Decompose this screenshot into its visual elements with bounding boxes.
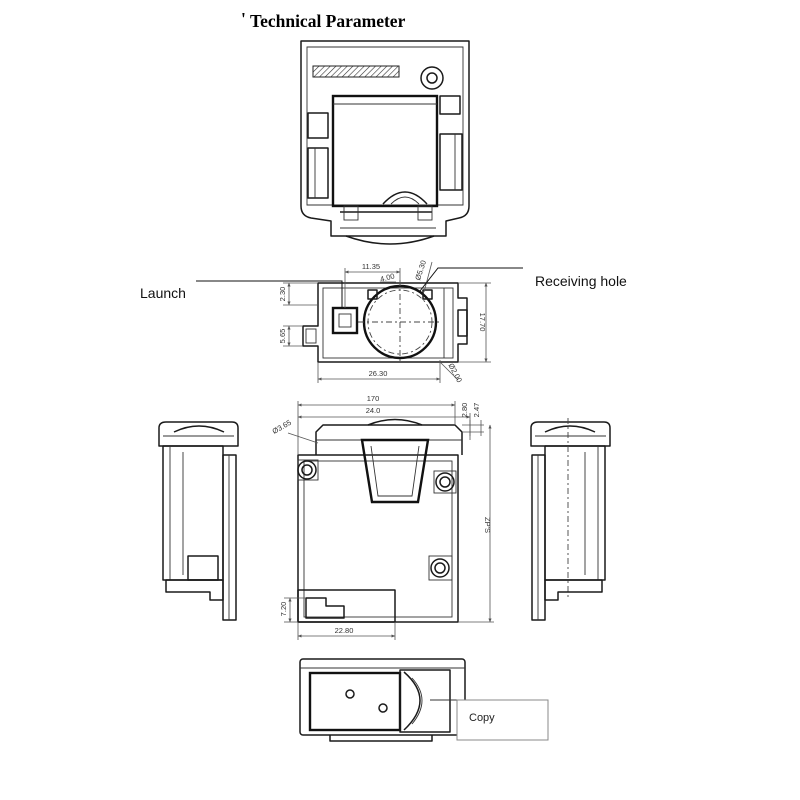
title-mark: ': [241, 9, 246, 29]
dimension-label: 24.0: [366, 406, 381, 415]
dimension-label: 4.00: [379, 271, 395, 283]
top-view-foot-right: [417, 205, 433, 221]
copy-box: Copy: [456, 699, 549, 741]
dimension-label: 5.65: [278, 329, 287, 344]
bottom-view-lens-block: [399, 669, 451, 733]
top-view-left-pocket-upper: [307, 112, 329, 139]
mount-hole-inner: [434, 562, 446, 574]
left-side-lens-dome: [173, 425, 225, 433]
left-side-view-drawing: [158, 421, 239, 621]
mount-hole-inner: [301, 464, 313, 476]
top-view-slot: [312, 65, 400, 78]
front-view-right-tab: [457, 309, 468, 337]
bottom-view-board: [308, 671, 402, 732]
receiving-hole-label: Receiving hole: [535, 273, 627, 289]
main-view-inner-frame: [303, 460, 453, 618]
top-view-outline: [300, 40, 470, 237]
dimension-label: 2.30: [278, 287, 287, 302]
launch-window-inner: [338, 313, 352, 328]
right-side-lens-dome: [544, 425, 596, 433]
dim-leader: [439, 361, 459, 381]
main-view-lens-housing: [360, 438, 430, 504]
main-view-bottom-block: [297, 589, 396, 623]
dimension-label: 7.20: [279, 602, 288, 617]
top-view-right-pocket-lower: [439, 133, 463, 191]
right-side-view-drawing: [530, 418, 611, 621]
dimension-label: 17.70: [478, 313, 487, 332]
mount-hole-frame: [428, 555, 453, 581]
dimension-label: 26.30: [369, 369, 388, 378]
top-view-foot-left: [343, 205, 359, 221]
dimension-label: Ø5.30: [413, 259, 428, 281]
dimension-label: 2.80: [460, 403, 469, 418]
mount-hole-inner: [439, 476, 451, 488]
mount-hole-frame: [433, 470, 457, 494]
dimension-label: 170: [367, 394, 380, 403]
left-side-strip: [222, 454, 237, 621]
top-view-screw-inner: [426, 72, 438, 84]
bottom-view-drawing: [299, 658, 466, 742]
dimension-label: 22.80: [335, 626, 354, 635]
bottom-view-lens-arc-inner: [411, 677, 423, 725]
dimension-label: 2.47: [472, 403, 481, 418]
front-view-left-tab: [305, 328, 317, 344]
left-side-connector: [187, 555, 219, 581]
page-title: Technical Parameter: [250, 11, 406, 31]
main-view-lens-dome: [367, 418, 423, 426]
launch-label: Launch: [140, 285, 186, 301]
right-side-body: [544, 445, 606, 581]
front-view-drawing: 11.35 4.00 Ø5.30 2.30 5.65 17.70 26.30 Ø…: [140, 259, 627, 384]
bottom-view-hole: [345, 689, 355, 699]
dimension-label: ZP'S: [483, 517, 492, 533]
top-view-drawing: [300, 40, 470, 245]
dim-leader: [287, 432, 319, 444]
launch-window-outer: [331, 306, 359, 335]
top-view-right-pocket-upper: [439, 95, 461, 115]
top-view-inner-frame: [306, 46, 464, 206]
receiving-hole-leader: [419, 267, 523, 292]
receiving-hole-lug-right: [422, 289, 433, 300]
dim-leader: [423, 261, 433, 293]
top-view-left-pocket-lower: [307, 147, 329, 199]
top-view-lens-housing: [331, 94, 439, 208]
left-side-lens-cap: [158, 421, 239, 447]
receiving-hole-lug-left: [367, 289, 378, 300]
bottom-view-lens-arc: [403, 671, 421, 731]
top-view-lens-dome: [382, 191, 428, 205]
left-side-body: [162, 445, 224, 581]
top-view-bottom-lens: [345, 235, 435, 245]
bottom-view-base-tab: [329, 735, 433, 742]
mount-hole-outer: [435, 472, 455, 492]
bottom-view-outline: [299, 658, 466, 736]
right-side-lens-cap: [530, 421, 611, 447]
bottom-view-hole: [378, 703, 388, 713]
copy-box-frame: [456, 699, 549, 741]
mount-hole-outer: [430, 558, 450, 578]
left-side-bottom-bracket: [165, 579, 224, 601]
main-view-drawing: 170 24.0 Ø3.65 2.80 2.47 ZP'S 7.20 22.80: [271, 394, 494, 640]
top-view-screw-outer: [420, 66, 444, 90]
right-side-bottom-bracket: [544, 579, 603, 601]
main-view-top-band: [315, 424, 463, 455]
launch-leader: [196, 280, 343, 309]
dimension-label: 11.35: [362, 262, 380, 271]
main-view-lens-inner: [370, 445, 420, 497]
mount-hole-outer: [297, 460, 317, 480]
top-view-lens-dome-inner: [390, 196, 420, 205]
main-view-connector: [305, 597, 345, 619]
dimension-label: Ø2.00: [446, 362, 464, 384]
copy-box-label: Copy: [469, 712, 495, 724]
right-side-strip: [531, 454, 546, 621]
